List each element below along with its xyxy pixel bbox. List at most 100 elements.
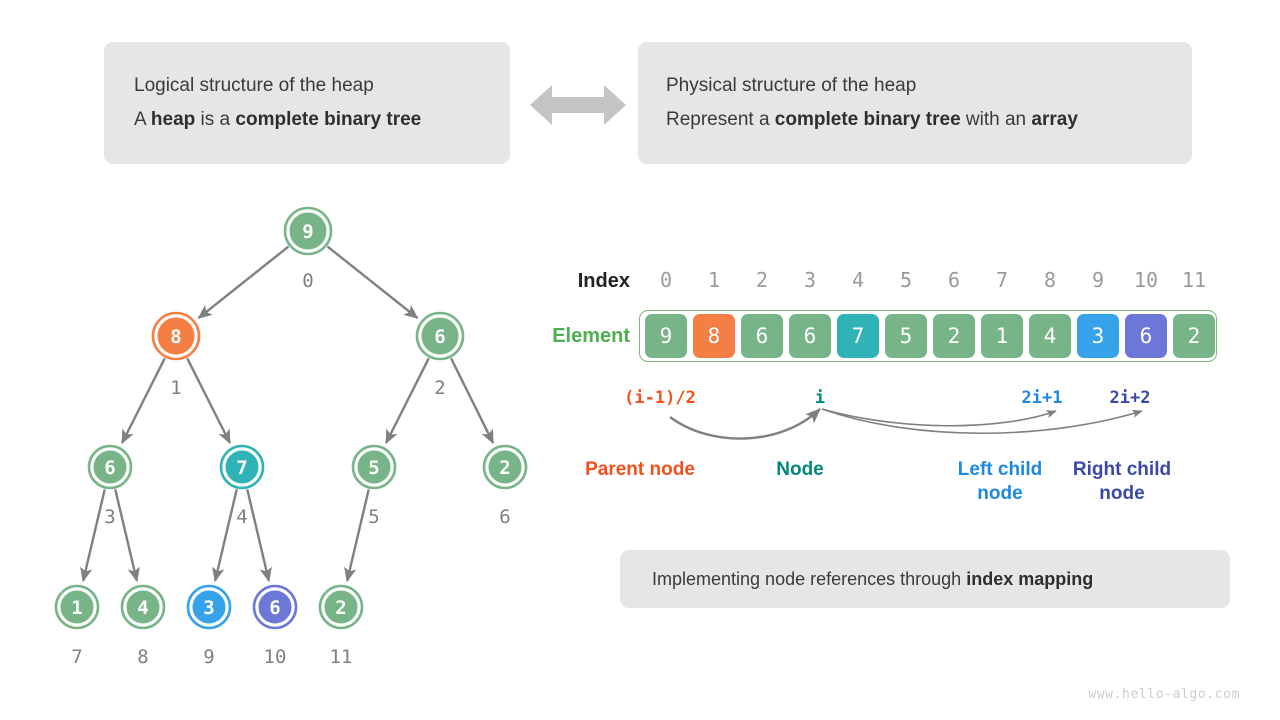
index-mapping-caption-line: Implementing node references through ind… (652, 562, 1230, 596)
tree-node-outer-ring (482, 444, 528, 490)
tree-node-value: 3 (203, 597, 214, 619)
tree-node-outer-ring (151, 311, 201, 361)
array-element-cell[interactable]: 7 (837, 314, 879, 358)
tree-node-outer-ring (219, 444, 265, 490)
array-element-cell[interactable]: 2 (933, 314, 975, 358)
mapping-label-line-1: Node (776, 459, 824, 480)
tree-node[interactable]: 4 (120, 584, 166, 630)
index-mapping-arrows (669, 408, 1143, 440)
tree-node-fill (58, 588, 96, 626)
logical-caption-mid: is a (195, 109, 236, 130)
mapping-formula-node: i (814, 388, 826, 408)
logical-caption-pre: A (134, 109, 151, 130)
logical-caption-line-2: A heap is a complete binary tree (134, 103, 510, 137)
index-mapping-caption-pre: Implementing node references through (652, 569, 967, 589)
tree-node-value: 7 (236, 457, 247, 479)
mapping-label-line-2: node (1099, 483, 1145, 504)
tree-node[interactable]: 1 (54, 584, 100, 630)
tree-node-outer-ring (120, 584, 166, 630)
double-arrow-icon (530, 85, 626, 125)
tree-node-fill (486, 448, 524, 486)
mapping-formula-parent: (i-1)/2 (624, 388, 696, 408)
mapping-label-line-1: Parent node (585, 459, 695, 480)
physical-caption-line-2: Represent a complete binary tree with an… (666, 103, 1192, 137)
tree-node[interactable]: 6 (415, 311, 465, 361)
tree-edge (80, 489, 106, 583)
array-index-label: 11 (1181, 268, 1207, 292)
tree-node-outer-ring (252, 584, 298, 630)
tree-node-group: 9 8 6 6 7 5 2 1 4 3 6 2 (54, 206, 528, 630)
index-row-label: Index (577, 270, 630, 292)
array-element-cell[interactable]: 3 (1077, 314, 1119, 358)
tree-edge (385, 357, 430, 445)
physical-caption-line-1: Physical structure of the heap (666, 75, 917, 96)
tree-node-fill (155, 315, 197, 357)
tree-edge (246, 489, 272, 583)
tree-node-index-label: 0 (302, 270, 313, 292)
tree-node-fill (91, 448, 129, 486)
array-element-cell[interactable]: 4 (1029, 314, 1071, 358)
tree-node-outer-ring (318, 584, 364, 630)
tree-node-fill (355, 448, 393, 486)
tree-node[interactable]: 6 (252, 584, 298, 630)
tree-node[interactable]: 5 (351, 444, 397, 490)
array-element-cell[interactable]: 6 (741, 314, 783, 358)
tree-node-index-label: 6 (499, 506, 510, 528)
array-element-cell[interactable]: 8 (693, 314, 735, 358)
array-index-label: 5 (899, 268, 913, 292)
tree-edge (121, 357, 166, 445)
tree-edge (186, 357, 231, 445)
tree-node[interactable]: 3 (186, 584, 232, 630)
physical-caption-bold-array: array (1031, 109, 1078, 130)
tree-node-index-label: 5 (368, 506, 379, 528)
array-index-label: 3 (803, 268, 817, 292)
array-element-cell[interactable]: 6 (1125, 314, 1167, 358)
mapping-label-line-1: Left child (957, 459, 1043, 480)
physical-structure-caption: Physical structure of the heap Represent… (638, 42, 1192, 164)
tree-node-outer-ring (351, 444, 397, 490)
tree-edge (326, 245, 419, 319)
tree-node[interactable]: 2 (482, 444, 528, 490)
mapping-label-parent: Parent node (565, 458, 715, 482)
tree-node-index-label: 7 (71, 646, 82, 668)
array-element-cell[interactable]: 5 (885, 314, 927, 358)
tree-node-index-label: 1 (170, 377, 181, 399)
watermark: www.hello-algo.com (1088, 687, 1240, 702)
array-element-cell[interactable]: 1 (981, 314, 1023, 358)
tree-node-fill (322, 588, 360, 626)
tree-node-value: 6 (269, 597, 280, 619)
array-index-label: 4 (851, 268, 865, 292)
array-element-cell[interactable]: 9 (645, 314, 687, 358)
array-index-label: 1 (707, 268, 721, 292)
element-row-label: Element (552, 325, 630, 347)
tree-node-fill (256, 588, 294, 626)
tree-node[interactable]: 8 (151, 311, 201, 361)
array-element-cell[interactable]: 6 (789, 314, 831, 358)
index-mapping-caption: Implementing node references through ind… (620, 550, 1230, 608)
tree-node-fill (124, 588, 162, 626)
tree-node-fill (287, 210, 329, 252)
tree-node[interactable]: 6 (87, 444, 133, 490)
physical-caption-pre: Represent a (666, 109, 775, 130)
index-mapping-caption-bold: index mapping (966, 569, 1094, 589)
array-element-cell[interactable]: 2 (1173, 314, 1215, 358)
tree-node[interactable]: 9 (283, 206, 333, 256)
tree-edge (344, 489, 370, 583)
tree-node[interactable]: 2 (318, 584, 364, 630)
tree-node-value: 9 (302, 221, 313, 243)
tree-node-value: 2 (335, 597, 346, 619)
tree-node-value: 1 (71, 597, 82, 619)
tree-node[interactable]: 7 (219, 444, 265, 490)
tree-node-outer-ring (186, 584, 232, 630)
tree-node-value: 2 (499, 457, 510, 479)
array-index-label: 0 (659, 268, 673, 292)
tree-node-outer-ring (415, 311, 465, 361)
tree-node-outer-ring (283, 206, 333, 256)
tree-node-index-label: 9 (203, 646, 214, 668)
mapping-formula-left-child: 2i+1 (1021, 388, 1063, 408)
tree-node-index-label: 10 (264, 646, 287, 668)
mapping-formula-right-child: 2i+2 (1109, 388, 1151, 408)
